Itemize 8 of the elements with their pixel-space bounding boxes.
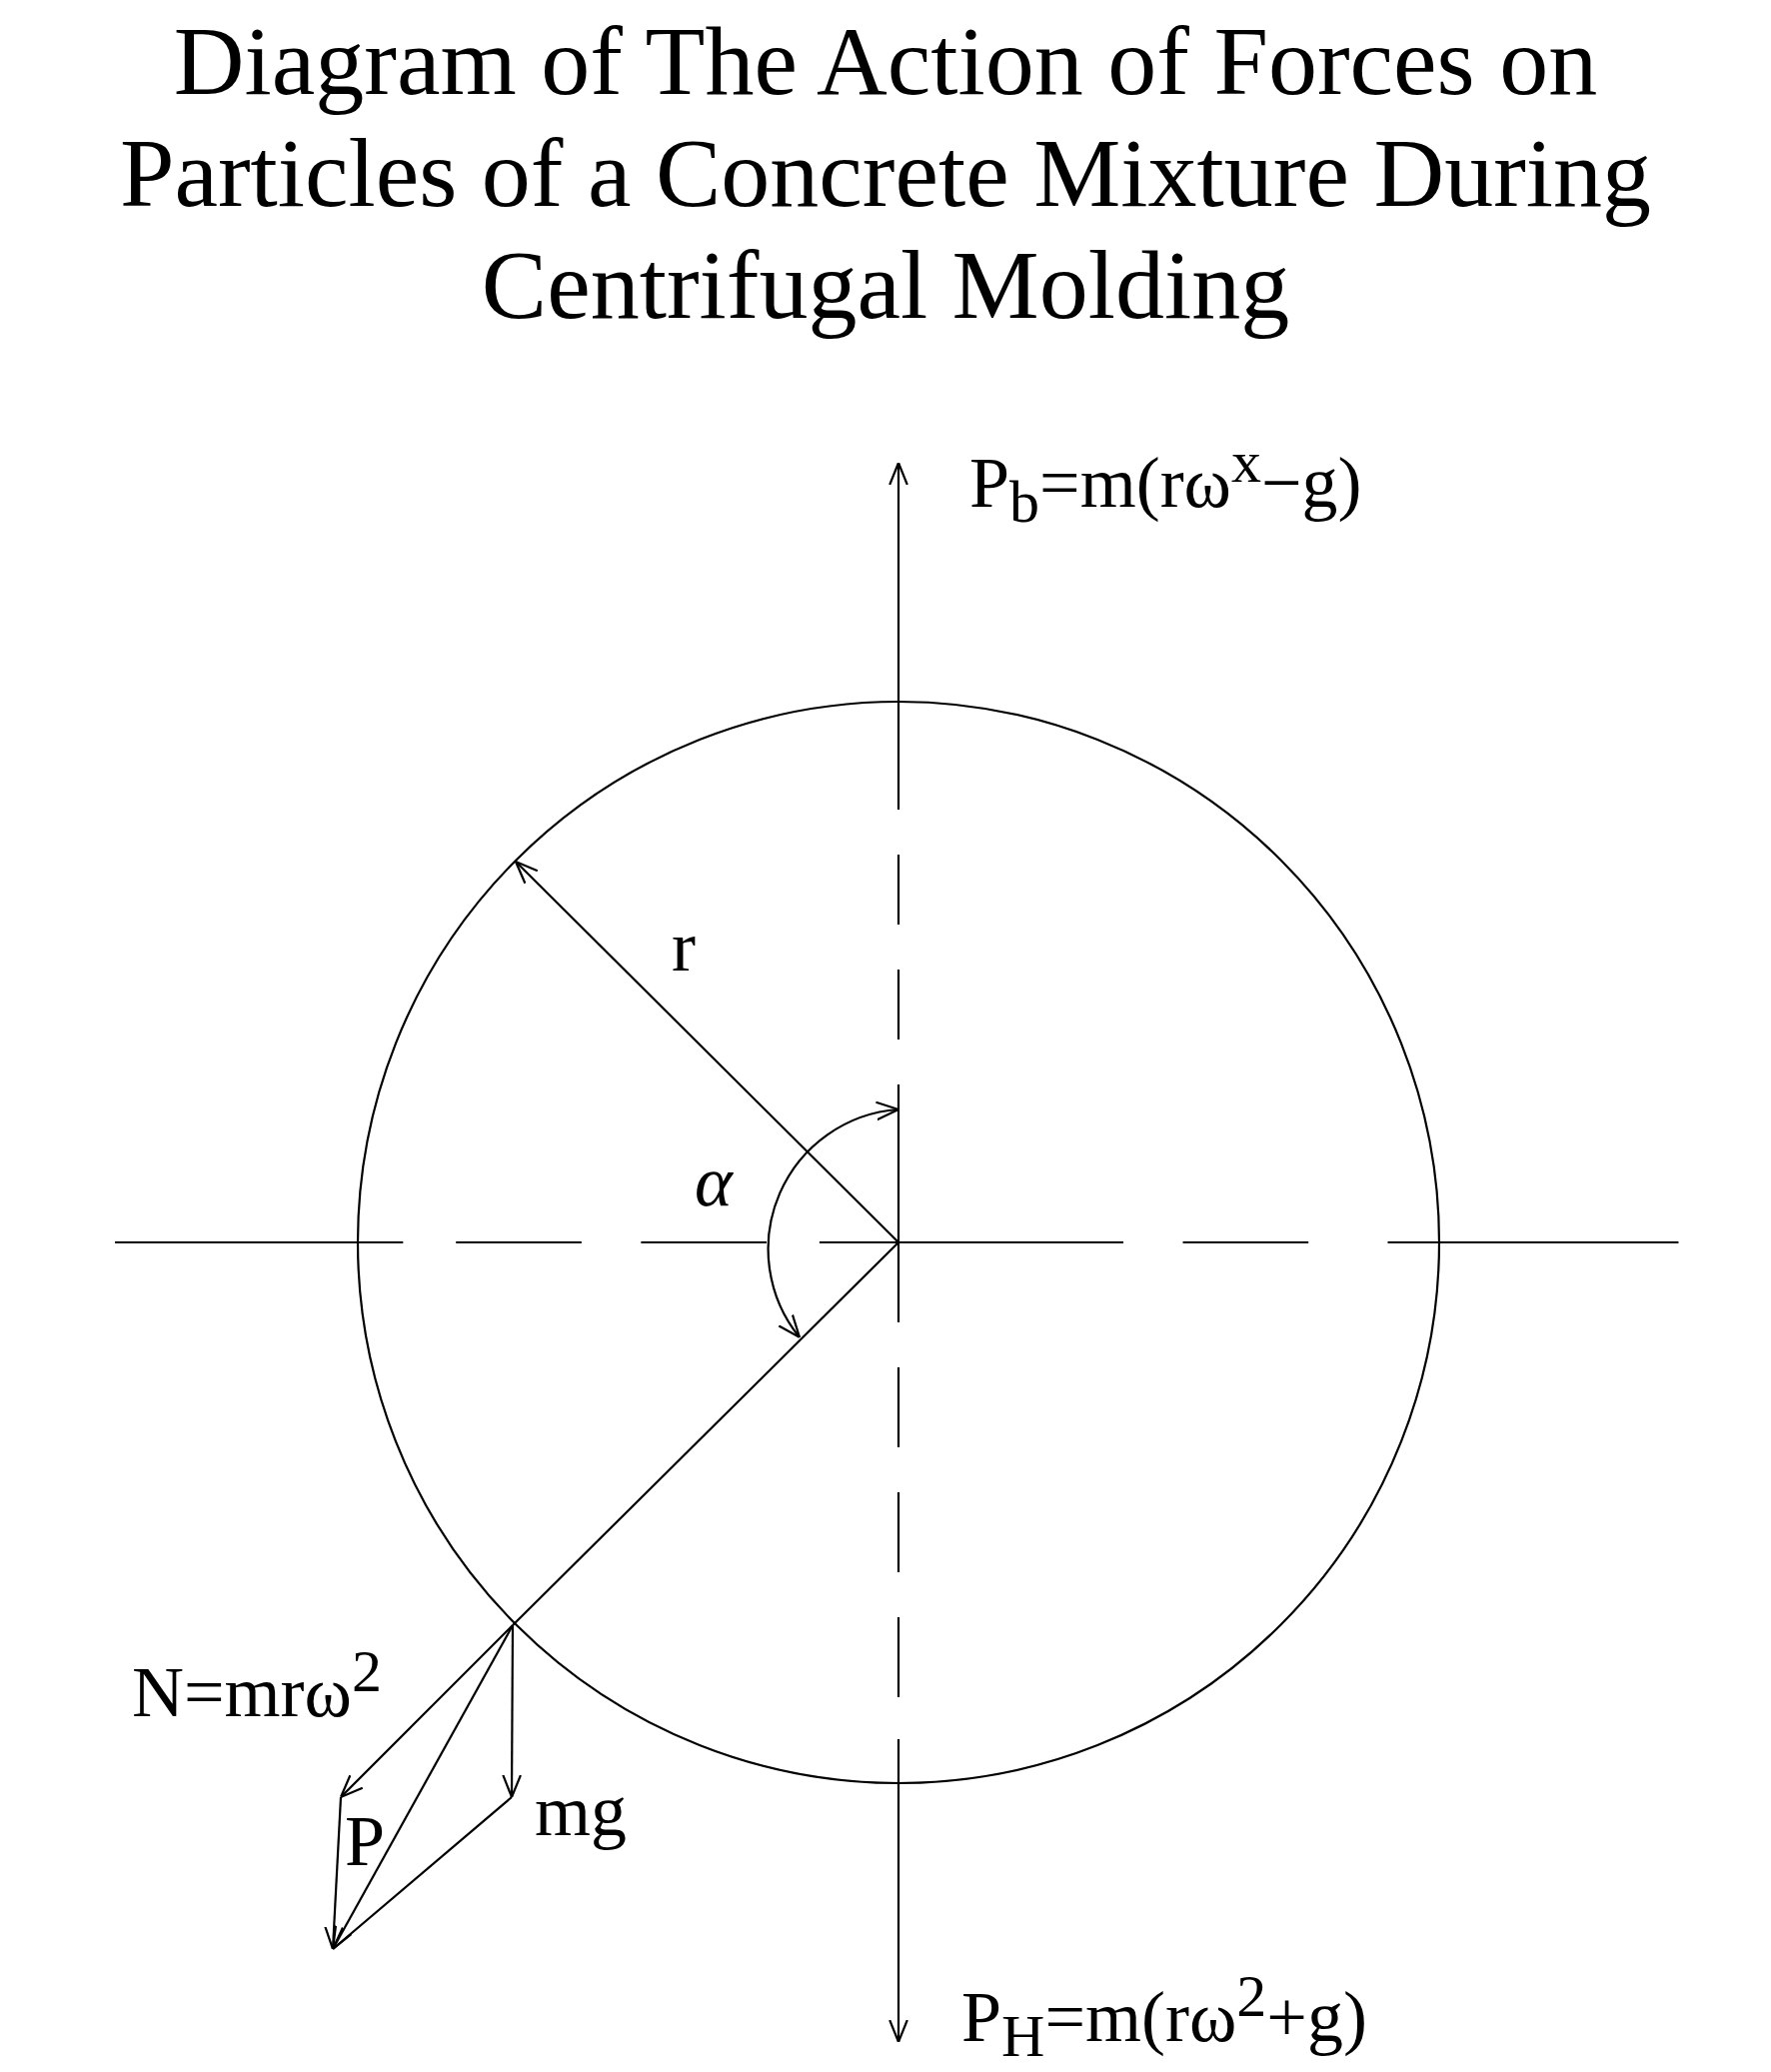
force-formula: P$_{b}$=m(rω$^{x}$−g) (969, 428, 1362, 538)
diagram-title: Diagram of The Action of Forces on Particles of a Concrete Mixture During Centrifugal Molding (118, 6, 1653, 341)
angle-symbol: α (695, 1140, 733, 1223)
radius-symbol: r (672, 906, 696, 989)
force-symbol: P (345, 1800, 386, 1883)
force-formula: N=mrω$^{2}$ (132, 1637, 382, 1734)
force-symbol: mg (535, 1770, 627, 1853)
force-formula: P$_{H}$=m(rω$^{2}$+g) (961, 1962, 1367, 2072)
